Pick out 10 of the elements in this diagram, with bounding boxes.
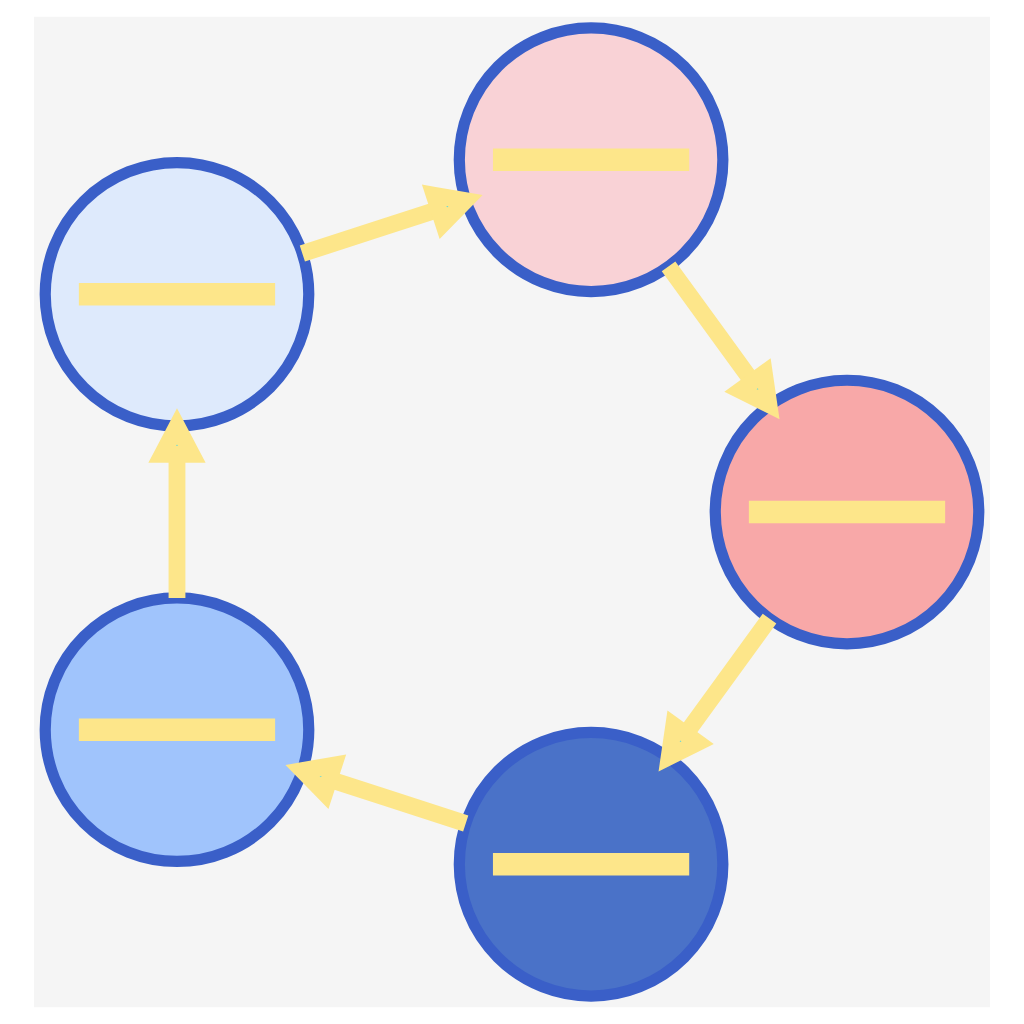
arrow [285,754,469,832]
node-circle [453,22,729,298]
node-circle [39,592,315,868]
node-circle [39,156,315,432]
arrow [299,184,483,262]
node-circle [453,726,729,1002]
arrow [148,408,206,598]
arrow [658,613,777,772]
arrow [661,261,780,420]
node-circle [709,374,985,650]
